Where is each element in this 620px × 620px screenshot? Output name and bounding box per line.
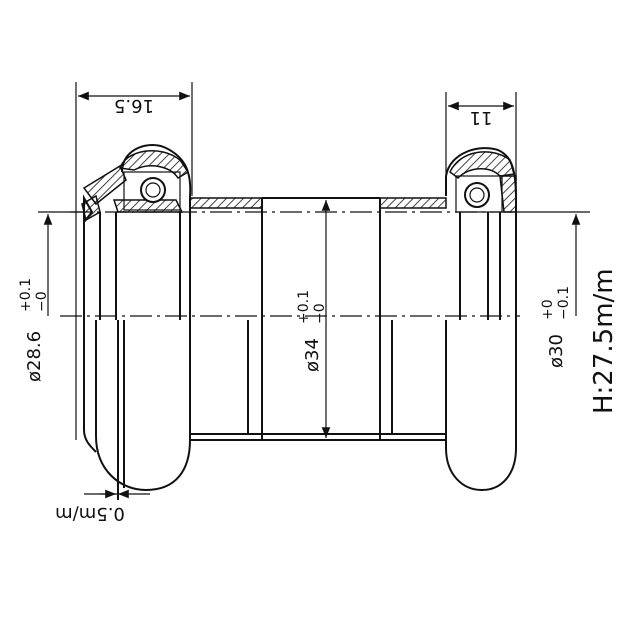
lower-cup bbox=[81, 144, 192, 500]
dim-label-stack-height: H:27.5m/m bbox=[589, 268, 619, 414]
dim-label-16-5: 16.5 bbox=[114, 95, 154, 116]
upper-bearing-ball bbox=[464, 182, 490, 208]
dim-tol-28-6-lower: −0 bbox=[34, 291, 50, 312]
dim-cup-diameter: ø34 +0.1 −0 bbox=[296, 200, 331, 438]
dim-label-28-6: ø28.6 bbox=[24, 331, 45, 382]
dim-upper-steerer-diameter: ø30 +0 −0.1 bbox=[520, 211, 590, 368]
dim-stack-height: H:27.5m/m bbox=[589, 268, 619, 414]
dim-tol-28-6-upper: +0.1 bbox=[18, 278, 34, 312]
dim-tol-34-lower: −0 bbox=[312, 303, 328, 324]
dim-label-11: 11 bbox=[470, 107, 493, 128]
dim-upper-cup-height: 11 bbox=[445, 92, 517, 212]
head-tube-wall-right bbox=[379, 197, 447, 209]
head-tube-wall-left bbox=[189, 197, 263, 209]
dim-lip-offset: 0.5m/m bbox=[55, 489, 150, 524]
dim-tol-34-upper: +0.1 bbox=[296, 290, 312, 324]
dim-label-0-5: 0.5m/m bbox=[55, 503, 125, 524]
lower-bearing-ball bbox=[140, 177, 166, 203]
head-tube bbox=[189, 197, 447, 441]
dim-lower-steerer-diameter: ø28.6 +0.1 −0 bbox=[18, 211, 84, 382]
upper-cup-section bbox=[449, 151, 515, 179]
dim-label-34: ø34 bbox=[302, 338, 323, 372]
svg-text:ø28.6: ø28.6 bbox=[24, 331, 45, 382]
lower-cup-section bbox=[119, 150, 190, 180]
dim-tol-30-lower: −0.1 bbox=[556, 286, 572, 320]
upper-cup bbox=[445, 147, 517, 492]
dim-lower-cup-height: 16.5 bbox=[75, 82, 193, 440]
dim-label-30: ø30 bbox=[546, 334, 567, 368]
dim-tol-30-upper: +0 bbox=[540, 299, 556, 320]
